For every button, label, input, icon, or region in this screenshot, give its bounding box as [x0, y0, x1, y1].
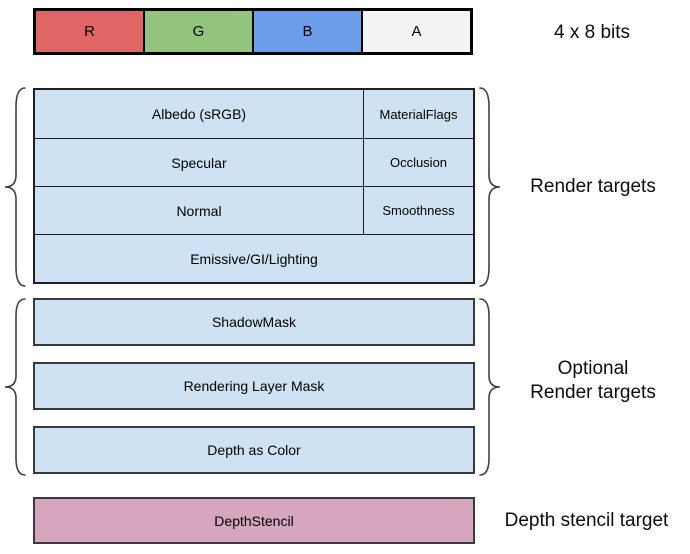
rt-cell-specular: Specular — [35, 138, 363, 186]
rt-cell-normal: Normal — [35, 186, 363, 234]
optional-label-line2: Render targets — [530, 382, 656, 403]
channel-cell-b: B — [252, 11, 361, 52]
channel-cell-r: R — [36, 11, 143, 52]
depth-stencil-box: DepthStencil — [33, 497, 475, 544]
format-caption: 4 x 8 bits — [553, 22, 631, 43]
rgba-format-strip: R G B A — [33, 8, 473, 55]
optional-box-shadowmask: ShadowMask — [33, 298, 475, 346]
right-brace-render-targets — [478, 87, 502, 287]
render-targets-label: Render targets — [530, 176, 656, 197]
channel-cell-g: G — [143, 11, 252, 52]
rt-cell-materialflags: MaterialFlags — [363, 90, 473, 138]
optional-box-rendering-layer-mask: Rendering Layer Mask — [33, 362, 475, 410]
rt-cell-occlusion: Occlusion — [363, 138, 473, 186]
render-targets-table: Albedo (sRGB) MaterialFlags Specular Occ… — [33, 88, 475, 284]
channel-cell-a: A — [361, 11, 470, 52]
optional-box-depth-as-color: Depth as Color — [33, 426, 475, 474]
rt-cell-emissive: Emissive/GI/Lighting — [35, 234, 473, 282]
rt-cell-albedo: Albedo (sRGB) — [35, 90, 363, 138]
left-brace-render-targets — [3, 87, 27, 287]
depth-stencil-label: Depth stencil target — [504, 510, 669, 531]
optional-render-targets-label: Optional Render targets — [497, 357, 689, 405]
left-brace-optional-targets — [3, 298, 27, 476]
right-brace-optional-targets — [478, 298, 502, 476]
rt-cell-smoothness: Smoothness — [363, 186, 473, 234]
optional-label-line1: Optional — [557, 358, 629, 379]
